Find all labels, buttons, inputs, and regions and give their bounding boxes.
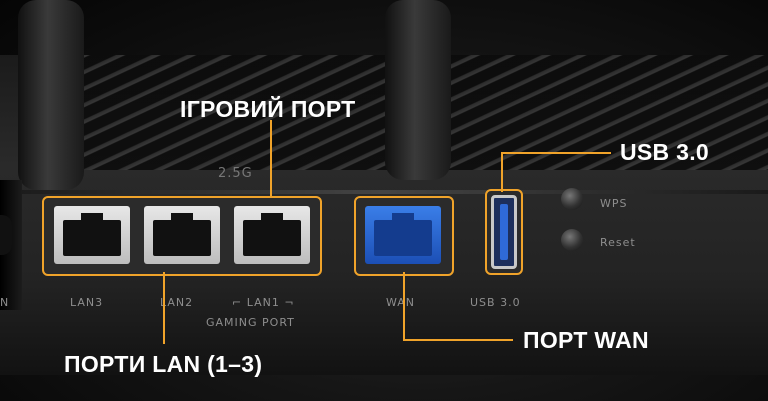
ethernet-port-icon: [374, 213, 432, 256]
usb-callout-line-horizontal: [501, 152, 611, 154]
usb-callout: USB 3.0: [620, 139, 710, 165]
lan1-label: ⌐ LAN1 ¬: [232, 296, 295, 309]
lan2-port[interactable]: [144, 206, 220, 264]
wan-callout-line-horizontal: [403, 339, 513, 341]
antenna-left: [18, 0, 84, 190]
speed-label: 2.5G: [218, 166, 253, 181]
wan-callout-line-vertical: [403, 272, 405, 340]
gaming-port-callout-line: [270, 120, 272, 198]
edge-label-fragment: N: [0, 296, 10, 309]
lan1-gaming-port[interactable]: [234, 206, 310, 264]
usb-port-group: [485, 189, 523, 275]
ethernet-port-icon: [153, 213, 211, 256]
usb-callout-line-vertical: [501, 152, 503, 192]
wan-label: WAN: [386, 296, 416, 309]
lan-callout: ПОРТИ LAN (1–3): [64, 351, 263, 377]
usb-label: USB 3.0: [470, 296, 521, 309]
usb-port[interactable]: [491, 195, 517, 269]
gaming-port-callout: ІГРОВИЙ ПОРТ: [180, 96, 356, 122]
wan-port[interactable]: [365, 206, 441, 264]
gaming-port-label: GAMING PORT: [206, 316, 295, 329]
wan-port-group: [354, 196, 454, 276]
lan3-label: LAN3: [70, 296, 104, 309]
lan-port-group: [42, 196, 322, 276]
lan-callout-line: [163, 272, 165, 344]
ethernet-port-icon: [243, 213, 301, 256]
ethernet-port-icon: [63, 213, 121, 256]
lan2-label: LAN2: [160, 296, 194, 309]
antenna-right: [385, 0, 451, 180]
reset-label: Reset: [600, 236, 636, 249]
wps-button[interactable]: [561, 188, 583, 210]
panel-edge: [0, 190, 768, 194]
usb-port-icon: [500, 204, 508, 260]
reset-button[interactable]: [561, 229, 583, 251]
left-edge-port: [0, 215, 12, 255]
lan3-port[interactable]: [54, 206, 130, 264]
wan-callout: ПОРТ WAN: [523, 327, 649, 353]
wps-label: WPS: [600, 197, 628, 210]
